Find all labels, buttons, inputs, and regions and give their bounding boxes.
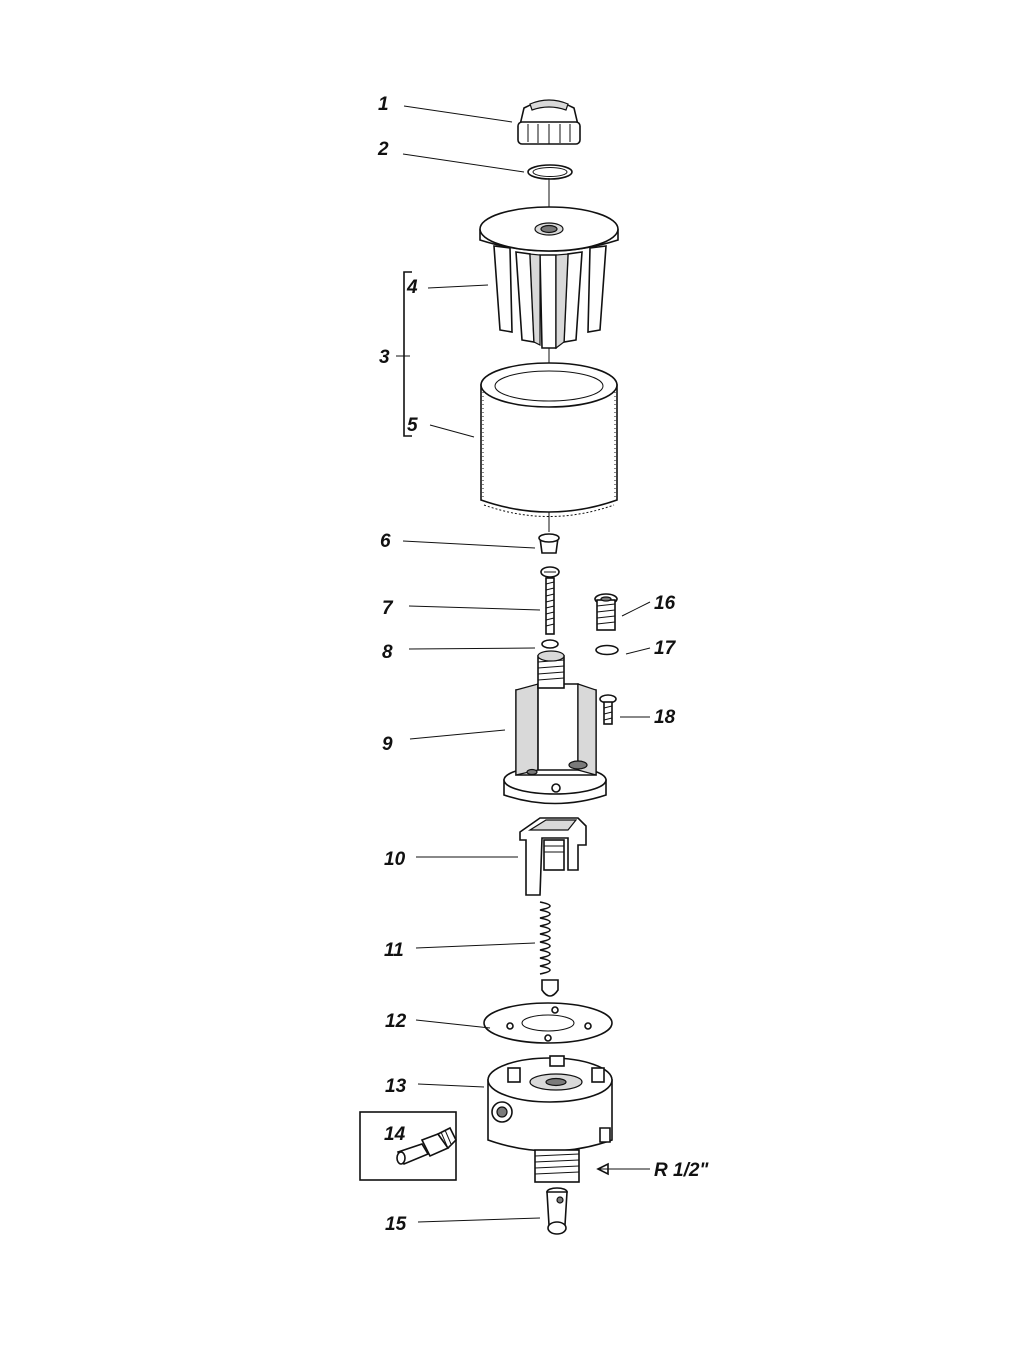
part-12-gasket [483, 1002, 613, 1044]
label-part-3: 3 [379, 347, 390, 368]
part-1-cap-nut [517, 99, 581, 145]
part-13-base [487, 1055, 613, 1183]
part-18-screw [599, 694, 617, 725]
label-part-16: 16 [654, 593, 676, 614]
part-9-housing [503, 650, 607, 805]
label-part-8: 8 [382, 642, 393, 663]
part-11-spring [539, 901, 559, 997]
label-part-13: 13 [385, 1076, 407, 1097]
label-part-9: 9 [382, 734, 393, 755]
label-thread-size: R 1/2" [654, 1160, 709, 1181]
label-part-17: 17 [654, 638, 677, 659]
part-10-fork-guide [519, 817, 587, 896]
part-2-o-ring [527, 164, 573, 180]
part-15-drain-pin [546, 1187, 568, 1235]
part-2-o-ring-inner [532, 167, 568, 177]
label-part-2: 2 [377, 139, 389, 160]
part-3-bracket [396, 271, 412, 437]
part-14-box [359, 1111, 457, 1181]
label-part-5: 5 [407, 415, 418, 436]
part-5-filter-element [480, 362, 618, 517]
part-4-fin-cover [479, 206, 619, 350]
label-part-4: 4 [406, 277, 418, 298]
part-14-hose-nipple [396, 1126, 457, 1166]
label-part-15: 15 [385, 1214, 407, 1235]
part-7-screw [540, 566, 560, 635]
label-part-12: 12 [385, 1011, 407, 1032]
part-6-plug [538, 533, 560, 554]
label-part-18: 18 [654, 707, 676, 728]
label-part-11: 11 [384, 940, 404, 961]
part-17-o-ring [595, 644, 619, 656]
label-part-7: 7 [382, 598, 394, 619]
leader-lines [402, 105, 651, 1223]
label-part-6: 6 [380, 531, 391, 552]
part-16-threaded-plug [594, 593, 618, 631]
label-part-10: 10 [384, 849, 406, 870]
label-part-14: 14 [384, 1124, 406, 1145]
part-8-washer [541, 639, 559, 649]
label-part-1: 1 [378, 94, 389, 115]
